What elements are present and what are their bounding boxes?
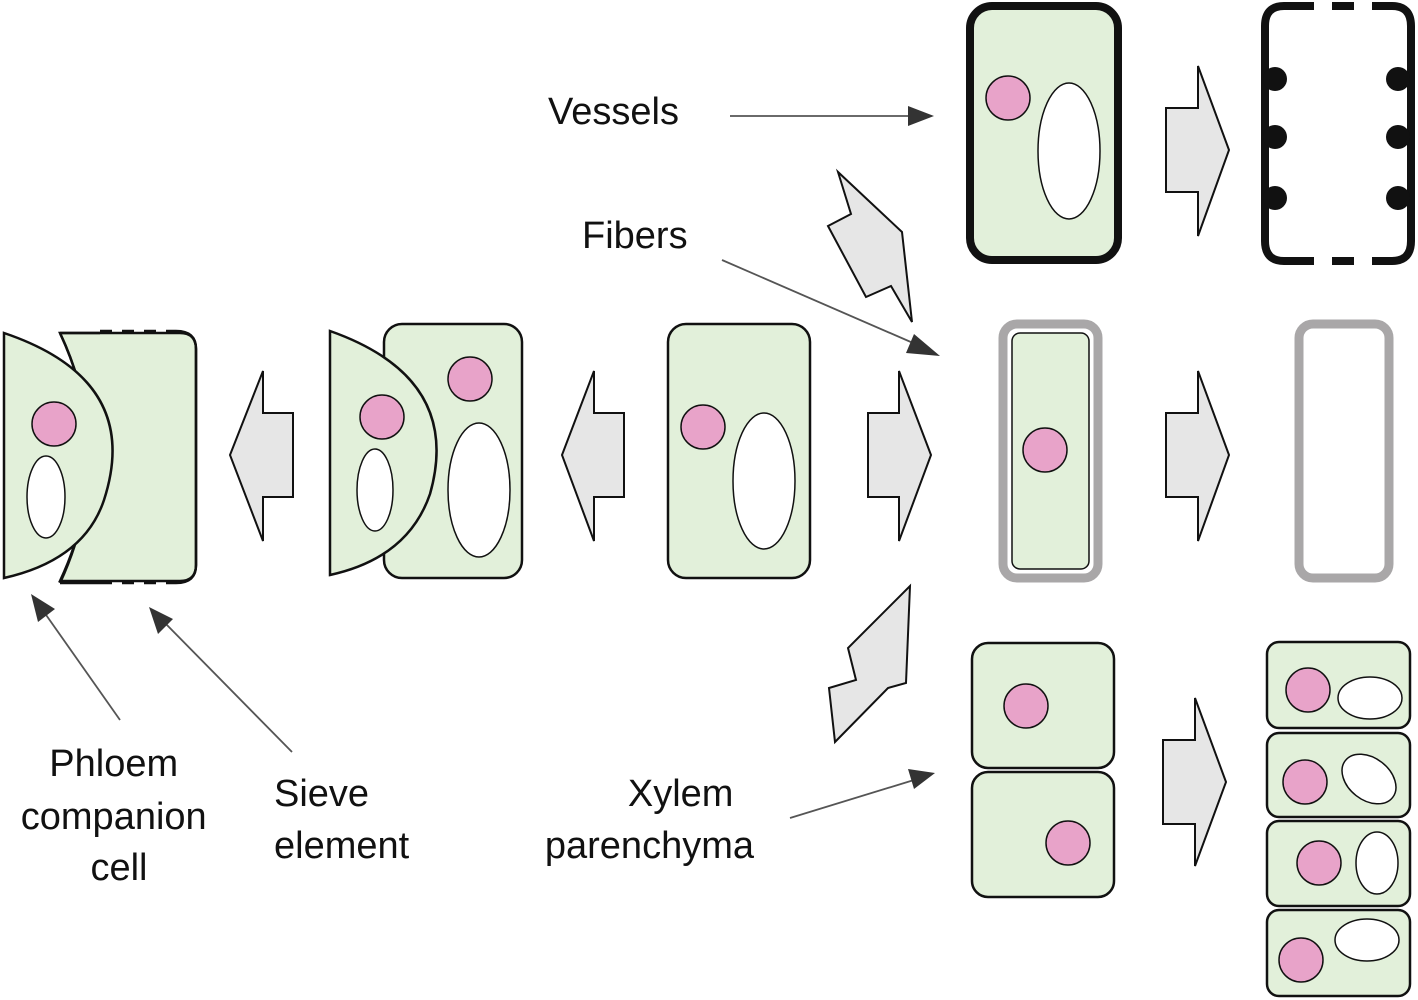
left-arrow-1 (228, 370, 294, 542)
wall-thickening-icon (1386, 125, 1410, 149)
wall-thickening-icon (1386, 67, 1410, 91)
nucleus-icon (1282, 759, 1328, 805)
vacuole-icon (356, 448, 394, 532)
label-xylem-parenchyma: Xylem parenchyma (545, 773, 755, 867)
nucleus-icon (31, 401, 77, 447)
lightning-arrow-down (827, 583, 912, 745)
vacuole-icon (732, 412, 796, 550)
pointer-sieve-element (149, 607, 293, 753)
nucleus-icon (359, 394, 405, 440)
wall-thickening-icon (1263, 186, 1287, 210)
wall-thickening-icon (1263, 67, 1287, 91)
right-arrow-fiber-maturation (1165, 370, 1231, 542)
right-arrow-vessels (1165, 65, 1231, 237)
vacuole-icon (1337, 676, 1403, 720)
right-arrow-parenchyma (1162, 697, 1228, 867)
pointer-fibers (721, 259, 940, 356)
vacuole-icon (1355, 831, 1399, 895)
lightning-arrow-up (826, 168, 913, 323)
vacuole-icon (1037, 82, 1101, 220)
right-arrow-fibers (867, 370, 933, 542)
left-arrow-2 (560, 370, 625, 542)
nucleus-icon (1003, 683, 1049, 729)
nucleus-icon (680, 404, 726, 450)
wall-thickening-icon (1263, 125, 1287, 149)
dividing-cell-pair (328, 322, 524, 580)
vacuole-icon (1334, 918, 1400, 962)
vacuole-icon (26, 455, 66, 539)
nucleus-icon (985, 75, 1031, 121)
pointer-xylem-parenchyma (789, 769, 935, 819)
nucleus-icon (1278, 937, 1324, 983)
nucleus-icon (447, 356, 493, 402)
xylem-parenchyma-stack (1265, 640, 1412, 998)
label-phloem-companion: Phloem companion cell (21, 743, 217, 889)
fiber-cell-immature (998, 319, 1103, 583)
vessel-cell-immature (966, 2, 1122, 264)
label-sieve-element: Sieve element (274, 773, 410, 867)
wall-thickening-icon (1386, 186, 1410, 210)
label-fibers: Fibers (582, 215, 688, 257)
label-vessels: Vessels (548, 91, 679, 133)
nucleus-icon (1296, 840, 1342, 886)
vacuole-icon (1341, 753, 1397, 805)
procambial-cell (666, 322, 812, 580)
xylem-parenchyma-cells (970, 641, 1116, 899)
phloem-pair-differentiated (2, 329, 198, 585)
vacuole-icon (447, 422, 511, 558)
nucleus-icon (1045, 820, 1091, 866)
pointer-vessels (730, 106, 934, 126)
vessel-element-mature (1261, 2, 1415, 265)
fiber-cell-mature (1294, 319, 1394, 583)
nucleus-icon (1022, 427, 1068, 473)
nucleus-icon (1285, 667, 1331, 713)
pointer-phloem-companion (31, 594, 121, 721)
